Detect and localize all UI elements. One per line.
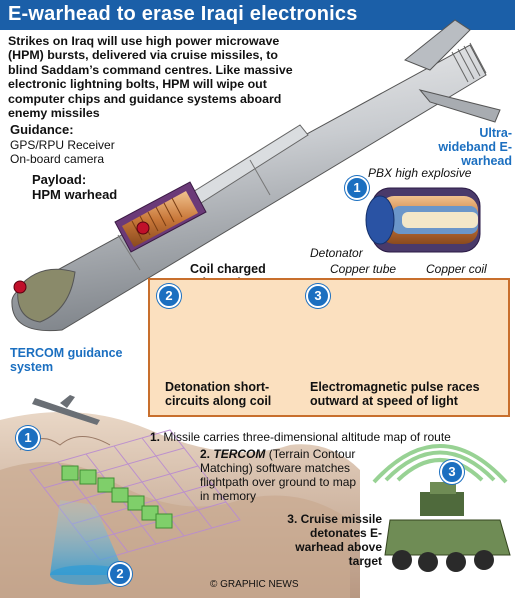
step-1-number: 1. <box>150 430 161 444</box>
copper-coil-label: Copper coil <box>426 262 487 276</box>
tercom-label: TERCOM guidance system <box>10 346 123 374</box>
step-2-bold: TERCOM <box>213 447 266 461</box>
warhead-badge-1: 1 <box>345 176 369 200</box>
warhead-detail <box>365 187 481 253</box>
detonation-badge-2: 2 <box>157 284 181 308</box>
detonation-panel <box>148 278 510 417</box>
guidance-line-1: GPS/RPU Receiver <box>10 138 115 152</box>
map-badge-3: 3 <box>440 460 464 484</box>
intro-text: Strikes on Iraq will use high power micr… <box>8 34 293 121</box>
pulse-caption: Electromagnetic pulse races outward at s… <box>310 380 480 408</box>
detonation-caption: Detonation short-circuits along coil <box>165 380 272 408</box>
map-badge-1: 1 <box>16 426 40 450</box>
hpm-warhead-cutaway <box>114 181 207 253</box>
step-3-text: Cruise missile detonates E-warhead above… <box>295 512 382 568</box>
step-2-text: (Terrain Contour Matching) software matc… <box>200 447 357 503</box>
step-2: 2. TERCOM (Terrain Contour Matching) sof… <box>200 447 360 503</box>
ultra-wideband-label: Ultra-wideband E-warhead <box>438 126 512 168</box>
detonator-label: Detonator <box>310 246 363 260</box>
payload-line: HPM warhead <box>32 187 118 202</box>
guidance-line-2: On-board camera <box>10 152 105 166</box>
target-vehicle <box>372 444 511 572</box>
pulse-badge-3: 3 <box>306 284 330 308</box>
page-title: E-warhead to erase Iraqi electronics <box>8 3 358 25</box>
guidance-heading: Guidance: <box>10 122 74 137</box>
step-1: 1. Missile carries three-dimensional alt… <box>150 430 510 444</box>
step-1-text: Missile carries three-dimensional altitu… <box>163 430 451 444</box>
title-bar <box>0 0 515 30</box>
step-3-number: 3. <box>287 512 298 526</box>
step-2-number: 2. <box>200 447 211 461</box>
terrain-scene <box>0 395 360 598</box>
payload-heading: Payload: <box>32 172 87 187</box>
credit: © GRAPHIC NEWS <box>210 579 299 590</box>
cruise-missile <box>11 19 501 332</box>
map-badge-2: 2 <box>108 562 132 586</box>
pbx-label: PBX high explosive <box>368 166 472 180</box>
step-3: 3. Cruise missile detonates E-warhead ab… <box>262 512 382 568</box>
copper-tube-label: Copper tube <box>330 262 397 276</box>
